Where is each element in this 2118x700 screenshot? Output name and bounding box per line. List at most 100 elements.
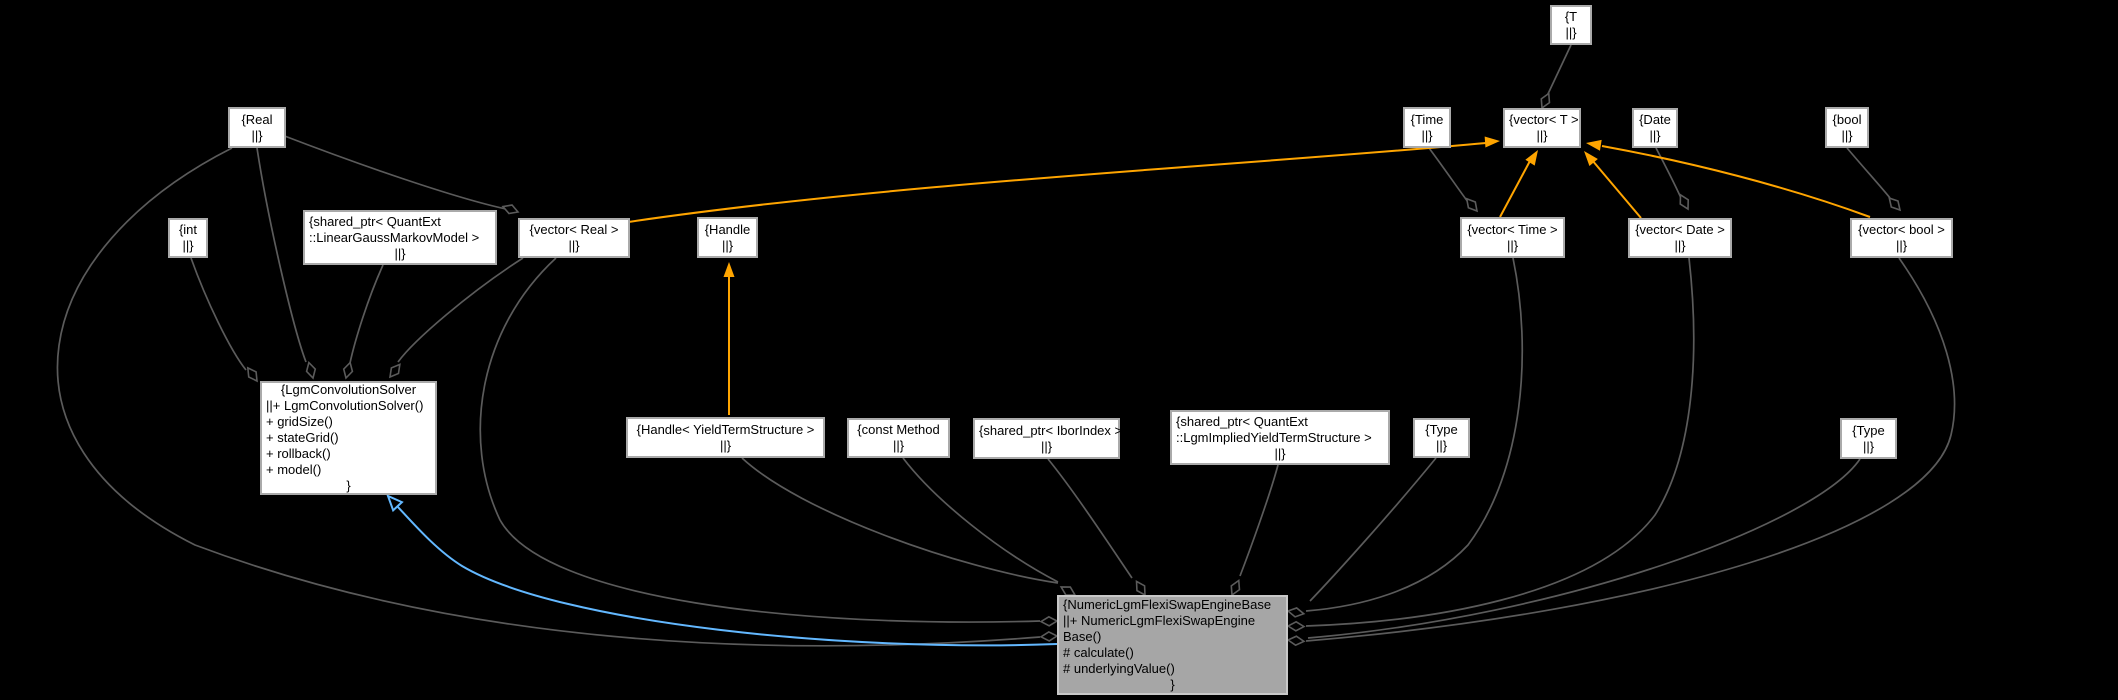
node-label-line: ::LinearGaussMarkovModel >	[309, 229, 480, 245]
node-label-line: Base()	[1063, 629, 1102, 644]
node-label-line: ||}	[182, 238, 194, 253]
node-label-line: {vector< Real >	[529, 222, 619, 237]
aggregation-diamond-icon	[1230, 579, 1241, 597]
aggregation-diamond-icon	[1286, 607, 1306, 618]
aggregation-diamond-icon	[1039, 615, 1059, 627]
aggregation-diamond-icon	[246, 366, 258, 383]
aggregation-diamond-icon	[1679, 193, 1690, 211]
node-label-line: ||}	[1841, 127, 1853, 143]
edge-lgm_implied_yts-engine	[1239, 464, 1279, 577]
node-label-line: ||}	[1862, 438, 1875, 454]
node-label-line: ||}	[394, 245, 406, 261]
node-lgm-model[interactable]: {shared_ptr< QuantExt::LinearGaussMarkov…	[303, 210, 497, 265]
node-vector-bool[interactable]: {vector< bool >||}	[1850, 218, 1953, 258]
node-label-line: }	[1170, 677, 1175, 692]
node-label-line: ||}	[1421, 127, 1433, 143]
node-label-line: ||}	[1895, 238, 1908, 253]
aggregation-diamond-icon	[1059, 586, 1077, 596]
edge-type1-engine	[1309, 457, 1437, 602]
node-label-line: ||}	[1674, 238, 1686, 253]
template-arrow-icon	[1586, 139, 1602, 151]
node-label-line: {shared_ptr< QuantExt	[309, 213, 441, 229]
node-label-line: + model()	[266, 462, 322, 477]
node-label-line: + gridSize()	[266, 414, 333, 429]
edge-date-vector_date	[1655, 147, 1682, 199]
node-label-line: {const Method	[857, 422, 940, 437]
node-label-line: ||+ NumericLgmFlexiSwapEngine	[1063, 613, 1256, 628]
template-arrow-icon	[1484, 136, 1500, 148]
node-label-line: {vector< Date >	[1635, 222, 1725, 237]
aggregation-diamond-icon	[1286, 635, 1306, 647]
node-const-method[interactable]: {const Method||}	[847, 418, 950, 458]
node-bool[interactable]: {bool||}	[1825, 107, 1869, 148]
node-type1[interactable]: {Type||}	[1413, 418, 1470, 458]
node-label-line: {shared_ptr< QuantExt	[1176, 413, 1308, 429]
node-date[interactable]: {Date||}	[1632, 108, 1678, 148]
node-label-line: {shared_ptr< IborIndex >	[979, 422, 1123, 438]
edge-vector_date-engine	[1305, 257, 1695, 627]
edge-real-solver	[256, 147, 307, 363]
node-lgm-implied-yts[interactable]: {shared_ptr< QuantExt::LgmImpliedYieldTe…	[1170, 410, 1390, 465]
node-label-line: {Handle	[704, 221, 751, 237]
node-label-line: # underlyingValue()	[1063, 661, 1175, 676]
edge-vector_real-solver	[397, 257, 524, 363]
node-vector-date[interactable]: {vector< Date >||}	[1628, 218, 1732, 258]
node-label-line: {bool	[1832, 111, 1862, 127]
node-t[interactable]: {T||}	[1550, 5, 1592, 45]
node-label-line: ||}	[1435, 438, 1448, 453]
node-label-line: {Type	[1852, 422, 1885, 438]
node-label-line: {T	[1564, 9, 1578, 24]
template-arrow-icon	[723, 262, 735, 277]
node-int[interactable]: {int||}	[168, 218, 208, 258]
edge-vector_real-engine	[479, 257, 1041, 623]
edge-int-solver	[190, 257, 247, 371]
node-vector-t[interactable]: {vector< T >||}	[1503, 108, 1581, 148]
edge-vector_time-engine	[1305, 257, 1524, 612]
node-label-line: {Real	[241, 111, 273, 127]
node-label-line: {vector< T >	[1509, 112, 1579, 127]
edge-engine-solver	[396, 505, 1058, 647]
aggregation-diamond-icon	[342, 360, 354, 380]
edge-vector_bool-vector_t	[1601, 145, 1871, 218]
node-label-line: ||}	[1506, 237, 1519, 253]
node-label-line: + rollback()	[266, 446, 331, 461]
node-label-line: # calculate()	[1063, 645, 1134, 660]
aggregation-diamond-icon	[1135, 580, 1146, 597]
aggregation-diamond-icon	[1888, 196, 1902, 212]
template-arrow-icon	[1525, 150, 1538, 166]
node-label-line: {Time	[1410, 111, 1444, 127]
node-label-line: ||}	[721, 237, 734, 253]
node-label-line: ||}	[1274, 445, 1286, 461]
node-handle[interactable]: {Handle||}	[697, 217, 758, 258]
node-solver[interactable]: {LgmConvolutionSolver||+ LgmConvolutionS…	[260, 381, 437, 495]
aggregation-diamond-icon	[1540, 92, 1551, 110]
edge-ibor_index-engine	[1047, 458, 1133, 579]
template-arrow-icon	[1584, 151, 1598, 167]
node-vector-time[interactable]: {vector< Time >||}	[1460, 217, 1565, 258]
node-ibor-index[interactable]: {shared_ptr< IborIndex >||}	[973, 418, 1123, 459]
node-engine[interactable]: {NumericLgmFlexiSwapEngineBase||+ Numeri…	[1057, 595, 1288, 695]
node-type2[interactable]: {Type||}	[1840, 418, 1897, 459]
edge-type2-engine	[1307, 458, 1861, 639]
edge-real-engine	[56, 147, 1041, 647]
node-time[interactable]: {Time||}	[1403, 107, 1451, 148]
node-label-line: ||}	[719, 437, 732, 453]
edge-time-vector_time	[1428, 147, 1469, 203]
node-vector-real[interactable]: {vector< Real >||}	[518, 218, 630, 258]
node-label-line: {int	[178, 222, 198, 237]
node-label-line: {Type	[1425, 422, 1458, 437]
node-handle-yts[interactable]: {Handle< YieldTermStructure >||}	[626, 417, 825, 458]
node-label-line: {Date	[1639, 112, 1671, 127]
node-label-line: ||}	[1649, 128, 1661, 143]
node-label-line: {LgmConvolutionSolver	[280, 382, 417, 397]
node-label-line: {Handle< YieldTermStructure >	[636, 421, 815, 437]
node-label-line: ||}	[251, 127, 263, 143]
node-label-line: + stateGrid()	[266, 430, 339, 445]
node-label-line: ||}	[568, 238, 580, 253]
aggregation-diamond-icon	[1465, 197, 1479, 213]
edge-t-vector_t	[1546, 44, 1572, 97]
edge-vector_real-vector_t	[627, 142, 1487, 223]
node-real[interactable]: {Real||}	[228, 107, 286, 148]
